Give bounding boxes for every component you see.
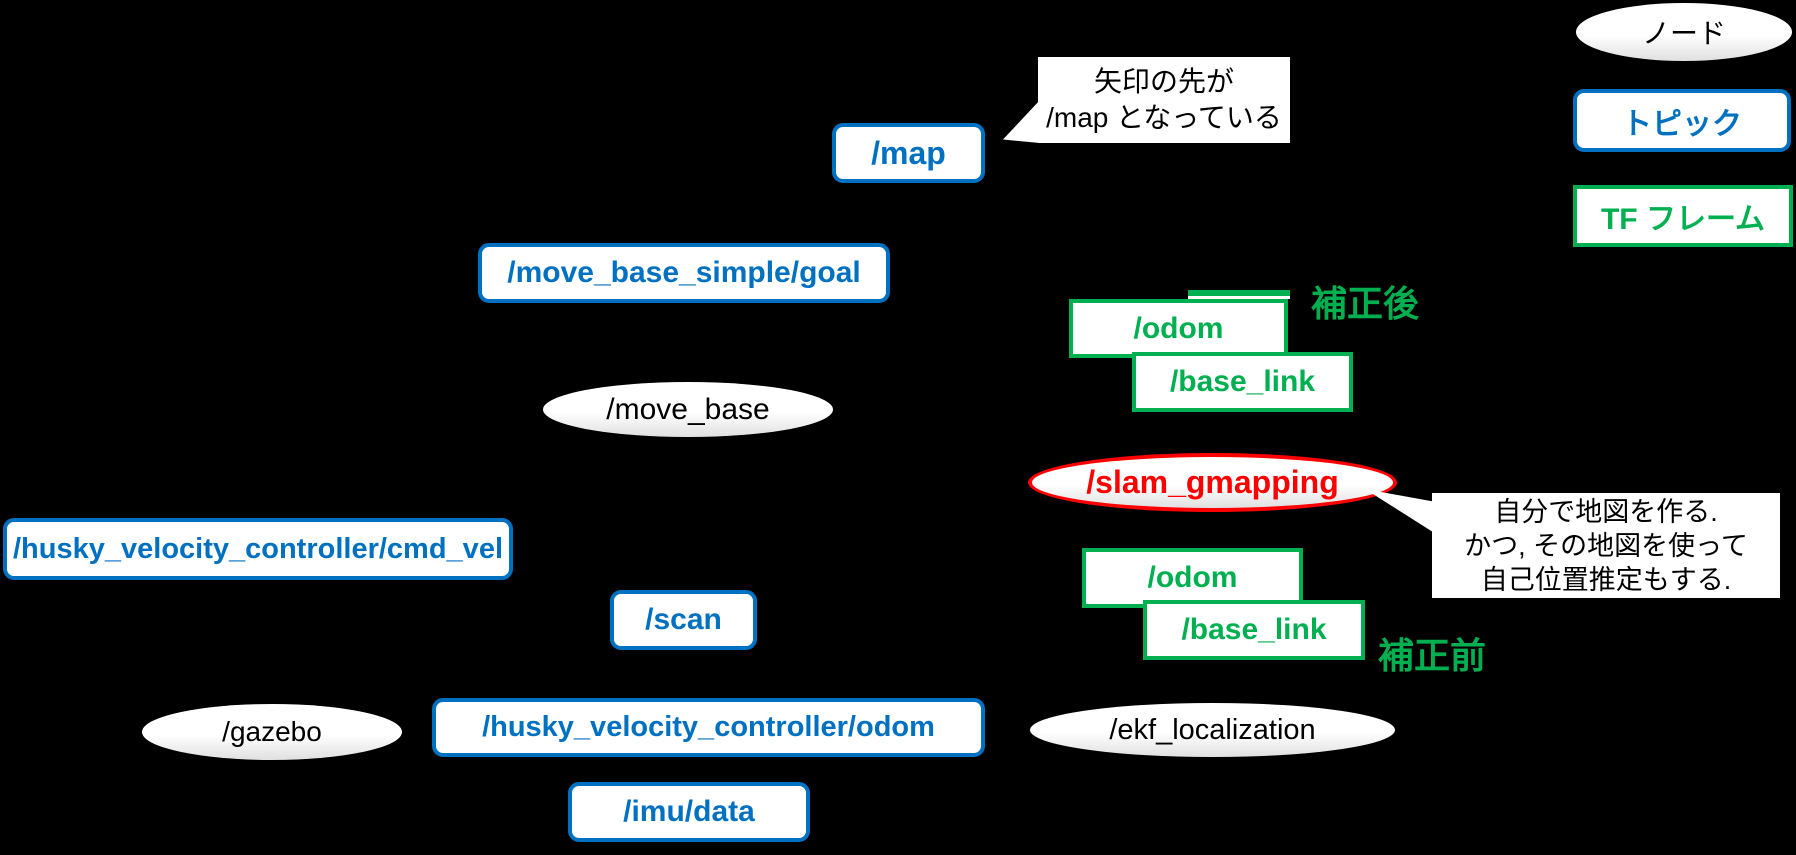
tf-stack-peek-edge (1188, 290, 1290, 299)
slam-callout-tail (1365, 489, 1436, 534)
slam-callout-line: 自分で地図を作る. (1494, 496, 1718, 527)
node-slam-gmapping-label: /slam_gmapping (1086, 464, 1339, 500)
node-move-base: /move_base (543, 382, 833, 437)
tf-frame-odom-before: /odom (1082, 548, 1303, 608)
tf-frame-base-link-after: /base_link (1132, 352, 1353, 412)
tf-frame-base-link-after-label: /base_link (1169, 365, 1316, 398)
legend-topic-box: トピック (1573, 89, 1791, 152)
node-gazebo: /gazebo (142, 704, 402, 760)
node-move-base-label: /move_base (606, 392, 770, 426)
topic-map-label: /map (871, 134, 946, 171)
node-slam-gmapping: /slam_gmapping (1028, 453, 1397, 512)
map-callout-tail (1003, 100, 1040, 143)
after-correction-label: 補正後 (1311, 283, 1420, 324)
legend-topic-label: トピック (1622, 107, 1742, 141)
map-callout-line: /map となっている (1046, 102, 1282, 133)
before-correction-label: 補正前 (1378, 635, 1487, 676)
map-callout-line: 矢印の先が (1093, 66, 1234, 97)
tf-frame-odom-before-label: /odom (1147, 561, 1238, 594)
topic-map: /map (832, 123, 985, 183)
legend-node-label: ノード (1641, 18, 1726, 49)
topic-move-base-simple-goal: /move_base_simple/goal (478, 243, 890, 303)
legend-tf-frame-box: TF フレーム (1573, 185, 1793, 247)
topic-husky-odom: /husky_velocity_controller/odom (432, 698, 985, 757)
topic-imu-data: /imu/data (568, 782, 810, 842)
slam-callout-line: 自己位置推定もする. (1480, 564, 1732, 595)
slam-callout: 自分で地図を作る. かつ, その地図を使って 自己位置推定もする. (1432, 493, 1780, 598)
topic-scan: /scan (610, 590, 757, 650)
tf-frame-odom-after-label: /odom (1133, 311, 1224, 345)
node-gazebo-label: /gazebo (222, 716, 322, 747)
slam-callout-line: かつ, その地図を使って (1464, 530, 1748, 561)
legend-tf-frame-label: TF フレーム (1600, 203, 1766, 236)
map-callout: 矢印の先が /map となっている (1038, 57, 1290, 143)
tf-frame-base-link-before-label: /base_link (1181, 613, 1327, 646)
node-ekf-localization: /ekf_localization (1030, 703, 1395, 757)
topic-scan-label: /scan (645, 603, 722, 636)
topic-move-base-simple-goal-label: /move_base_simple/goal (507, 256, 861, 289)
topic-husky-odom-label: /husky_velocity_controller/odom (482, 711, 935, 743)
topic-husky-cmd-vel-label: /husky_velocity_controller/cmd_vel (13, 532, 503, 565)
legend-node-ellipse: ノード (1576, 3, 1792, 61)
tf-frame-odom-after: /odom (1069, 299, 1288, 358)
topic-husky-cmd-vel: /husky_velocity_controller/cmd_vel (3, 518, 513, 580)
node-ekf-localization-label: /ekf_localization (1109, 713, 1316, 746)
topic-imu-data-label: /imu/data (623, 795, 755, 828)
tf-frame-base-link-before: /base_link (1143, 600, 1365, 660)
